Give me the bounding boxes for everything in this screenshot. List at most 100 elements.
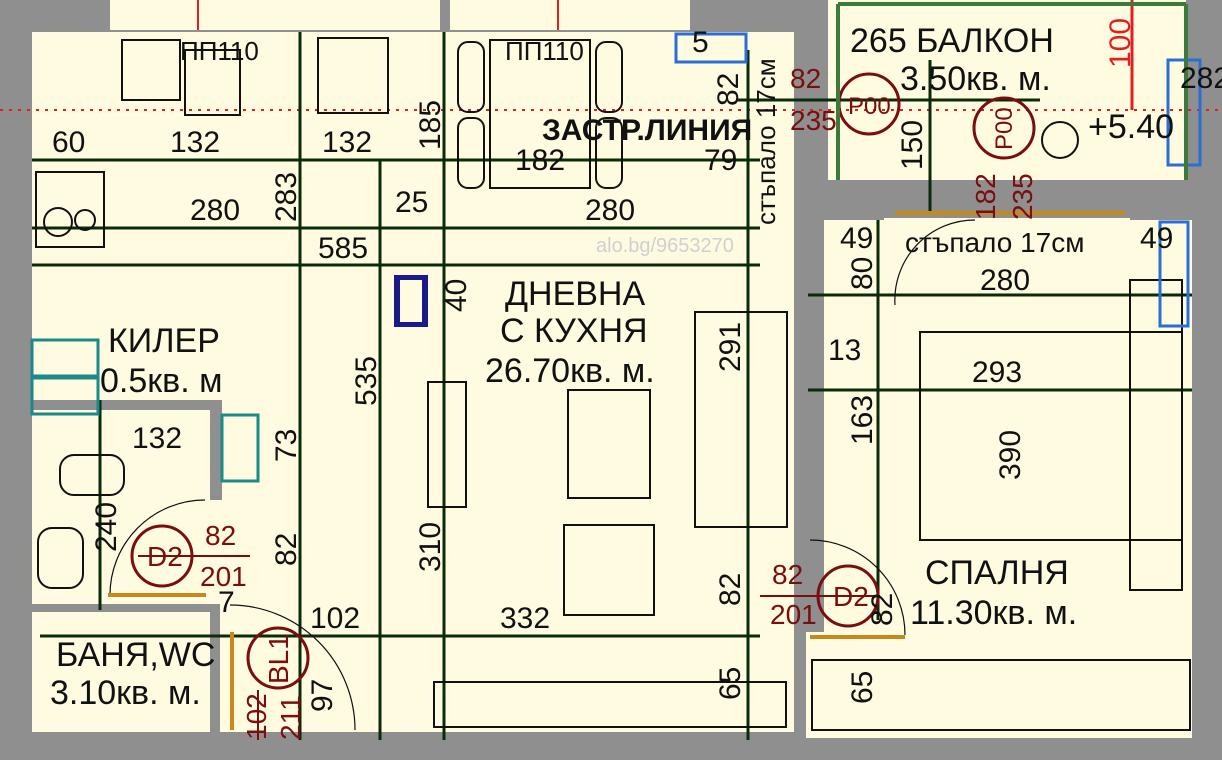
dim-40: 40 xyxy=(440,279,473,312)
sofa xyxy=(694,311,788,528)
dim-182: 182 xyxy=(515,144,565,177)
low-cabinet xyxy=(433,681,787,728)
level-label: +5.40 xyxy=(1088,108,1174,146)
door-d2-right-h: 201 xyxy=(770,599,817,630)
door-arc-bl1 xyxy=(229,604,356,731)
step-label-top: стъпало 17см xyxy=(751,58,781,225)
door-bl1-circle xyxy=(246,626,310,690)
kitchen-unit xyxy=(184,49,241,116)
dim-585: 585 xyxy=(318,232,368,265)
bedroom-name: СПАЛНЯ xyxy=(925,554,1069,592)
meter-3 xyxy=(220,413,260,483)
wall-lower-partition xyxy=(794,645,806,740)
balcony-edges xyxy=(836,2,1188,180)
storage-name: КИЛЕР xyxy=(108,322,220,360)
dim-82-c: 82 xyxy=(866,593,899,626)
nightstand-wardrobe xyxy=(1129,279,1183,591)
balcony-name: 265 БАЛКОН xyxy=(850,22,1054,60)
step-label-right: стъпало 17см xyxy=(905,227,1084,258)
ac-unit-2 xyxy=(1158,220,1190,328)
dim-49-a: 49 xyxy=(840,222,873,255)
door-d2-right-id: D2 xyxy=(833,581,869,612)
burner-1 xyxy=(43,207,73,237)
door-bl1-h: 211 xyxy=(275,695,306,740)
dim-82-d: 82 xyxy=(712,73,745,106)
meter-2 xyxy=(30,376,100,416)
storage-area: 0.5кв. м xyxy=(100,362,222,400)
furniture xyxy=(35,37,1191,731)
burner-2 xyxy=(74,209,96,231)
door-d2-right-w: 82 xyxy=(772,559,803,590)
column-inner xyxy=(400,280,422,322)
dim-280-b: 280 xyxy=(585,194,635,227)
meter-1 xyxy=(30,338,100,378)
dim-282: 282 xyxy=(1180,62,1222,95)
door-d2-left-w: 82 xyxy=(205,520,236,551)
dim-132-b: 132 xyxy=(322,126,372,159)
window-top-1 xyxy=(110,0,440,30)
balcony-fixture xyxy=(1041,121,1079,159)
dim-65-a: 65 xyxy=(714,667,747,700)
wall-balcony-right xyxy=(1130,180,1222,220)
tv-unit xyxy=(427,381,467,508)
living-area: 26.70кв. м. xyxy=(485,352,655,390)
door-leaves xyxy=(108,211,1125,730)
balcony-area: 3.50кв. м. xyxy=(900,60,1051,98)
door-p00-a-h: 235 xyxy=(790,105,837,136)
dim-132-c: 132 xyxy=(132,422,182,455)
chair-2 xyxy=(457,117,485,189)
wall-living-bedroom xyxy=(794,32,824,632)
coffee-table xyxy=(567,389,651,499)
dimension-lines xyxy=(32,32,1192,740)
dim-240: 240 xyxy=(90,502,123,552)
dim-132-a: 132 xyxy=(170,126,220,159)
kitchen-sink xyxy=(121,39,181,101)
door-ticks xyxy=(138,555,880,740)
dim-332: 332 xyxy=(500,602,550,635)
building-line-label: ЗАСТР.ЛИНИЯ xyxy=(542,114,752,147)
wall-bath-right xyxy=(210,604,220,734)
pp-label-2: ПП110 xyxy=(505,36,584,66)
dim-79: 79 xyxy=(704,144,737,177)
bedroom-floor xyxy=(806,218,1192,738)
balcony-floor xyxy=(828,0,1186,180)
door-arc-d2-right xyxy=(809,539,906,636)
dim-82-b: 82 xyxy=(714,573,747,606)
chair-3 xyxy=(595,41,623,113)
wall-balcony-corner xyxy=(824,180,884,220)
pp-label-1: ПП110 xyxy=(180,36,259,66)
armchair xyxy=(563,524,655,616)
cooktop xyxy=(35,171,105,248)
dim-163: 163 xyxy=(846,395,879,445)
living-name-1: ДНЕВНА xyxy=(505,275,645,313)
utility-boxes xyxy=(30,32,1202,483)
dim-185: 185 xyxy=(414,100,447,150)
door-p00-b-w: 182 xyxy=(970,173,1001,220)
wall-bath-side xyxy=(210,400,222,500)
dim-310: 310 xyxy=(414,522,447,572)
dim-60: 60 xyxy=(52,126,85,159)
window-top-2 xyxy=(450,0,690,30)
chair-4 xyxy=(595,117,623,189)
door-p00-b-id: P00 xyxy=(991,107,1018,150)
dim-102: 102 xyxy=(310,602,360,635)
dim-291: 291 xyxy=(714,322,747,372)
dim-100: 100 xyxy=(1104,18,1137,68)
dim-73: 73 xyxy=(270,429,303,462)
dim-25: 25 xyxy=(395,186,428,219)
wardrobe xyxy=(811,659,1191,731)
ac-unit-1 xyxy=(674,32,748,64)
floor-areas xyxy=(32,0,1192,738)
door-bl1-w: 102 xyxy=(241,693,272,740)
door-d2-left-h: 201 xyxy=(200,561,247,592)
wall-right-outer xyxy=(1192,218,1222,760)
door-p00-a-w: 82 xyxy=(790,63,821,94)
bath-area: 3.10кв. м. xyxy=(50,674,201,712)
bath-floor xyxy=(32,610,212,730)
dim-280-a: 280 xyxy=(190,194,240,227)
stove xyxy=(317,37,389,114)
living-lower-floor xyxy=(216,610,794,730)
bath-upper-floor xyxy=(32,410,210,610)
door-arc-d2-left xyxy=(109,499,206,596)
